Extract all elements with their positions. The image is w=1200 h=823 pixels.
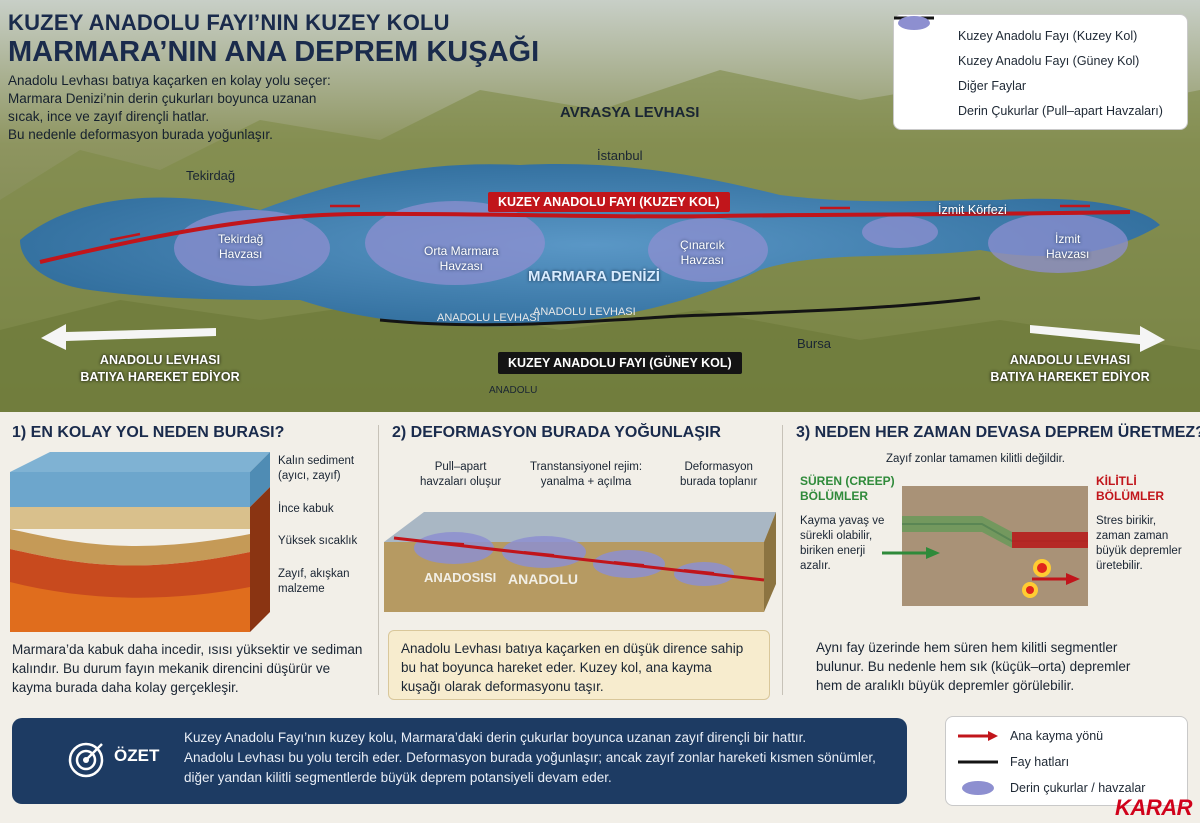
label-izmit-korfezi: İzmit Körfezi — [938, 203, 1007, 217]
summary-box: ÖZET Kuzey Anadolu Fayı’nın kuzey kolu, … — [12, 718, 907, 804]
legend-row-basin: Derin Çukurlar (Pull–apart Havzaları) — [898, 16, 1175, 123]
label-transtansiyonel: Transtansiyonel rejim:yanalma + açılma — [530, 461, 643, 488]
label-istanbul: İstanbul — [597, 148, 643, 163]
divider-2 — [782, 425, 783, 695]
legend-row-north: Kuzey Anadolu Fayı (Kuzey Kol) — [894, 16, 1138, 43]
title-line-2: MARMARA’NIN ANA DEPREM KUŞAĞI — [8, 36, 540, 68]
marmara-map: KUZEY ANADOLU FAYI’NIN KUZEY KOLU MARMAR… — [0, 0, 1200, 412]
creep-locked-block — [902, 486, 1088, 606]
intro-text: Anadolu Levhası batıya kaçarken en kolay… — [8, 73, 331, 142]
label-bursa: Bursa — [797, 336, 831, 351]
section-1-title: 1) EN KOLAY YOL NEDEN BURASI? — [12, 424, 285, 441]
left-plate-arrow — [41, 324, 216, 350]
block-label-1: ANADOSISI — [424, 570, 497, 585]
creep-arrow-icon — [882, 547, 940, 559]
label-anadolu-small: ANADOLU — [489, 385, 538, 396]
label-kalin-sediment: Kalın sediment(ayıcı, zayıf) — [278, 455, 355, 482]
section-2: 2) DEFORMASYON BURADA YOĞUNLAŞIR Pull–ap… — [380, 412, 780, 712]
crust-block-illustration — [10, 452, 270, 632]
title-line-1: KUZEY ANADOLU FAYI’NIN KUZEY KOLU — [8, 10, 450, 35]
south-branch-fault — [379, 296, 981, 327]
small-basin — [862, 216, 938, 248]
section-3: 3) NEDEN HER ZAMAN DEVASA DEPREM ÜRETMEZ… — [786, 412, 1200, 712]
creep-title: SÜREN (CREEP)BÖLÜMLER — [800, 474, 895, 503]
tekirdag-basin — [174, 210, 330, 286]
cinarcik-basin — [648, 218, 768, 282]
bottom-legend: Ana kayma yönü Fay hatları Derin çukurla… — [945, 716, 1188, 806]
label-yuksek-sicaklik: Yüksek sıcaklık — [278, 535, 358, 547]
izmit-basin — [988, 213, 1128, 273]
legend-row-slip: Ana kayma yönü — [958, 723, 1175, 749]
orta-marmara-basin — [365, 201, 545, 285]
label-avrasya: AVRASYA LEVHASI — [560, 104, 700, 121]
map-legend: Kuzey Anadolu Fayı (Kuzey Kol) Kuzey Ana… — [893, 14, 1188, 130]
target-icon — [68, 742, 104, 778]
legend-row-other: Diğer Faylar — [894, 17, 1027, 93]
label-tekirdag: Tekirdağ — [186, 168, 236, 183]
section-3-subtitle: Zayıf zonlar tamamen kilitli değildir. — [886, 453, 1065, 465]
right-plate-arrow — [1030, 325, 1165, 352]
summary-label: ÖZET — [114, 746, 160, 765]
legend-row-south: Kuzey Anadolu Fayı (Güney Kol) — [894, 16, 1140, 68]
marmara-sea — [20, 164, 1160, 327]
section-2-note: Anadolu Levhası batıya kaçarken en düşük… — [388, 630, 770, 700]
section-3-text: Aynı fay üzerinde hem süren hem kilitli … — [816, 640, 1131, 693]
divider-1 — [378, 425, 379, 695]
south-branch-tag: KUZEY ANADOLU FAYI (GÜNEY KOL) — [498, 352, 742, 374]
section-2-title: 2) DEFORMASYON BURADA YOĞUNLAŞIR — [392, 424, 721, 441]
north-branch-fault — [39, 210, 1131, 264]
label-marmara-denizi: MARMARA DENİZİ — [528, 268, 660, 285]
north-branch-tag: KUZEY ANADOLU FAYI (KUZEY KOL) — [488, 192, 730, 212]
label-ince-kabuk: İnce kabuk — [278, 503, 334, 515]
locked-arrow-icon — [1032, 573, 1080, 585]
block-label-2: ANADOLU — [508, 571, 578, 587]
section-3-title: 3) NEDEN HER ZAMAN DEVASA DEPREM ÜRETMEZ… — [796, 424, 1200, 441]
legend-row-faults: Fay hatları — [958, 755, 1070, 769]
label-anadolu-levhasi-1: ANADOLU LEVHASI — [437, 312, 540, 324]
section-1: 1) EN KOLAY YOL NEDEN BURASI? Kalın sedi… — [0, 412, 375, 712]
legend-row-basins: Derin çukurlar / havzalar — [958, 775, 1175, 801]
karar-logo: KARAR — [1115, 795, 1192, 820]
label-anadolu-levhasi-2: ANADOLU LEVHASI — [533, 306, 636, 318]
deformation-block-illustration — [384, 512, 776, 612]
section-1-text: Marmara’da kabuk daha incedir, ısısı yük… — [12, 642, 363, 695]
summary-text: Kuzey Anadolu Fayı’nın kuzey kolu, Marma… — [184, 730, 876, 785]
